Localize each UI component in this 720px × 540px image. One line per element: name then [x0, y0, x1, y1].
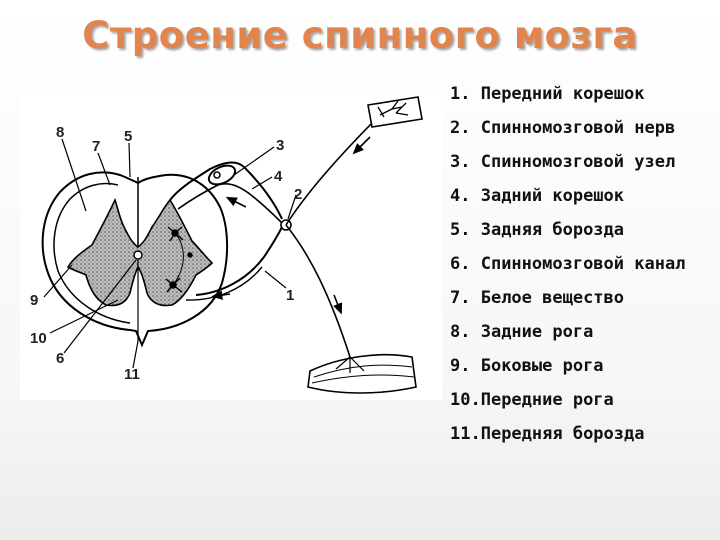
spinal-nerve	[285, 114, 381, 226]
legend-item: 1. Передний корешок	[450, 82, 715, 107]
label-5: 5	[124, 128, 132, 145]
legend-number: 10.	[450, 390, 481, 410]
legend-number: 7.	[450, 288, 481, 308]
legend-item: 6. Спинномозговой канал	[450, 252, 715, 277]
legend-text: Спинномозговой нерв	[480, 118, 676, 138]
legend-text: Спинномозговой узел	[480, 152, 676, 172]
legend-number: 11.	[450, 424, 481, 444]
legend-item: 10.Передние рога	[450, 388, 715, 413]
legend-number: 6.	[450, 254, 481, 274]
legend-item: 7. Белое вещество	[450, 286, 715, 311]
legend-list: 1. Передний корешок 2. Спинномозговой не…	[450, 82, 715, 456]
legend-item: 5. Задняя борозда	[450, 218, 715, 243]
legend-text: Задние рога	[480, 322, 594, 342]
legend-text: Задняя борозда	[480, 220, 625, 240]
legend-number: 1.	[450, 84, 481, 104]
legend-item: 9. Боковые рога	[450, 354, 715, 379]
label-4: 4	[274, 168, 283, 185]
legend-text: Передние рога	[480, 390, 614, 410]
label-8: 8	[56, 124, 64, 141]
legend-number: 4.	[450, 186, 481, 206]
leader-lines	[43, 138, 297, 369]
legend-item: 8. Задние рога	[450, 320, 715, 345]
legend-item: 11.Передняя борозда	[450, 422, 715, 447]
legend-number: 2.	[450, 118, 481, 138]
legend-number: 9.	[450, 356, 481, 376]
legend-number: 3.	[450, 152, 481, 172]
label-9: 9	[30, 292, 38, 309]
label-11: 11	[124, 366, 140, 383]
legend-number: 5.	[450, 220, 481, 240]
label-7: 7	[92, 138, 100, 155]
spinal-cord-diagram: 8 7 5 3 4 2 1 9 10 6 11	[20, 95, 442, 400]
label-2: 2	[294, 186, 302, 203]
spinal-ganglion	[207, 164, 237, 186]
skin-receptor	[367, 96, 423, 128]
legend-item: 4. Задний корешок	[450, 184, 715, 209]
label-6: 6	[56, 350, 64, 367]
dorsal-root	[169, 161, 283, 220]
legend-text: Боковые рога	[480, 356, 604, 376]
spinal-cord-drawing: 8 7 5 3 4 2 1 9 10 6 11	[30, 96, 423, 394]
label-1: 1	[286, 287, 294, 304]
muscle	[307, 353, 417, 394]
label-10: 10	[30, 330, 47, 347]
legend-text: Белое вещество	[480, 288, 625, 308]
central-canal	[133, 250, 143, 260]
legend-item: 3. Спинномозговой узел	[450, 150, 715, 175]
legend-text: Передняя борозда	[480, 424, 645, 444]
legend-text: Передний корешок	[480, 84, 645, 104]
legend-text: Спинномозговой канал	[480, 254, 686, 274]
legend-text: Задний корешок	[480, 186, 625, 206]
label-3: 3	[276, 137, 284, 154]
legend-item: 2. Спинномозговой нерв	[450, 116, 715, 141]
legend-number: 8.	[450, 322, 481, 342]
page-title: Строение спинного мозга	[82, 14, 638, 57]
